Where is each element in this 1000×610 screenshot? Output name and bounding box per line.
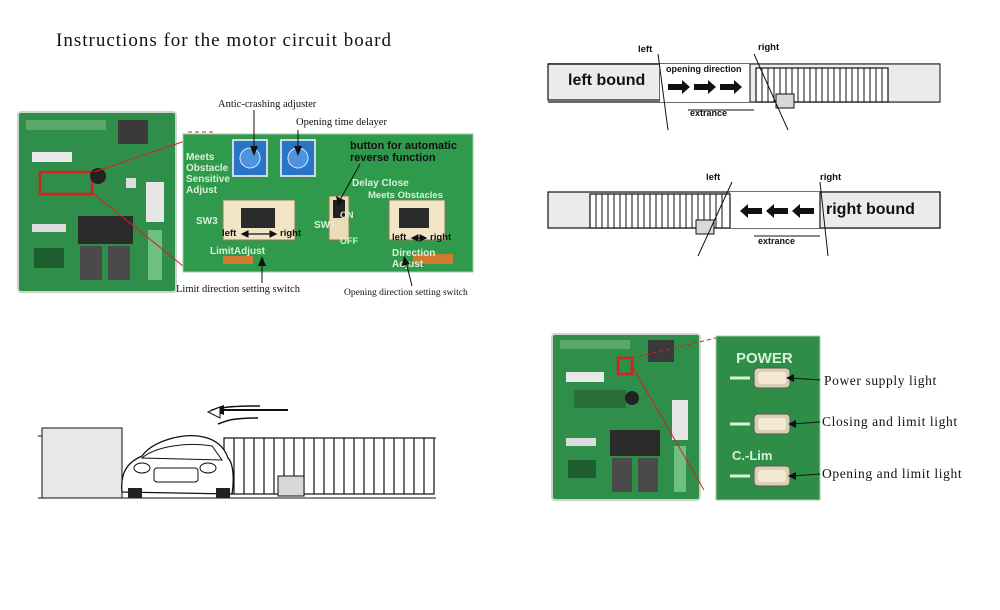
diagram1-right-label: right: [758, 42, 780, 53]
pcb-text: Meets: [186, 152, 215, 163]
auto-reverse-line: reverse function: [350, 152, 436, 164]
opening-direction-label: opening direction: [666, 64, 742, 74]
pcb-text: Adjust: [186, 185, 218, 196]
limit-switch-label: Limit direction setting switch: [176, 284, 300, 295]
left-bound-label: left bound: [568, 72, 646, 89]
pcb-text: Sensitive: [186, 174, 230, 185]
opening-light-label: Opening and limit light: [822, 466, 963, 481]
page-title: Instructions for the motor circuit board: [56, 30, 393, 51]
pcb-obstacle-label: Meets Obstacle Sensitive Adjust: [186, 152, 230, 196]
pcb-sw3: SW3: [196, 216, 218, 227]
anti-crash-label: Antic-crashing adjuster: [218, 99, 317, 110]
motor-board-photo: [17, 111, 177, 293]
gate-diagram-right-bound: [547, 181, 941, 257]
right-bound-label: right bound: [826, 201, 915, 218]
pcb-text: Obstacle: [186, 163, 229, 174]
opening-delay-label: Opening time delayer: [296, 117, 387, 128]
direction-switch-label: Opening direction setting switch: [344, 288, 468, 298]
auto-reverse-line: button for automatic: [350, 140, 457, 152]
sw3-right-label: right: [280, 228, 302, 239]
car-gate-scene: [38, 405, 436, 499]
gate-diagram-left-bound: [547, 53, 941, 131]
power-light-label: Power supply light: [824, 373, 937, 388]
pcb-limit-adjust: LimitAdjust: [210, 246, 265, 257]
board-zoom-photo: [182, 133, 474, 273]
pcb-clim-label: C.-Lim: [732, 448, 773, 463]
diagram2-right-label: right: [820, 172, 842, 183]
pcb-sw1: SW1: [314, 220, 336, 231]
pcb-off: OFF: [340, 236, 358, 246]
auto-reverse-label: button for automatic reverse function: [350, 140, 457, 164]
indicator-board-photo: [551, 333, 701, 501]
dir-right-label: right: [430, 232, 452, 243]
sw3-left-label: left: [222, 228, 237, 239]
pcb-direction: Direction: [392, 248, 436, 259]
diagram2-left-label: left: [706, 172, 721, 183]
pcb-power-label: POWER: [736, 350, 793, 367]
closing-light-label: Closing and limit light: [822, 414, 958, 429]
diagram1-extrance-label: extrance: [690, 108, 728, 118]
dir-left-label: left: [392, 232, 407, 243]
diagram2-extrance-label: extrance: [758, 236, 796, 246]
diagram1-left-label: left: [638, 44, 653, 55]
led-zoom-photo: [715, 335, 821, 501]
pcb-delay-close: Delay Close: [352, 178, 409, 189]
pcb-meets-obstacles: Meets Obstacles: [368, 190, 443, 201]
pcb-on: ON: [340, 210, 354, 220]
